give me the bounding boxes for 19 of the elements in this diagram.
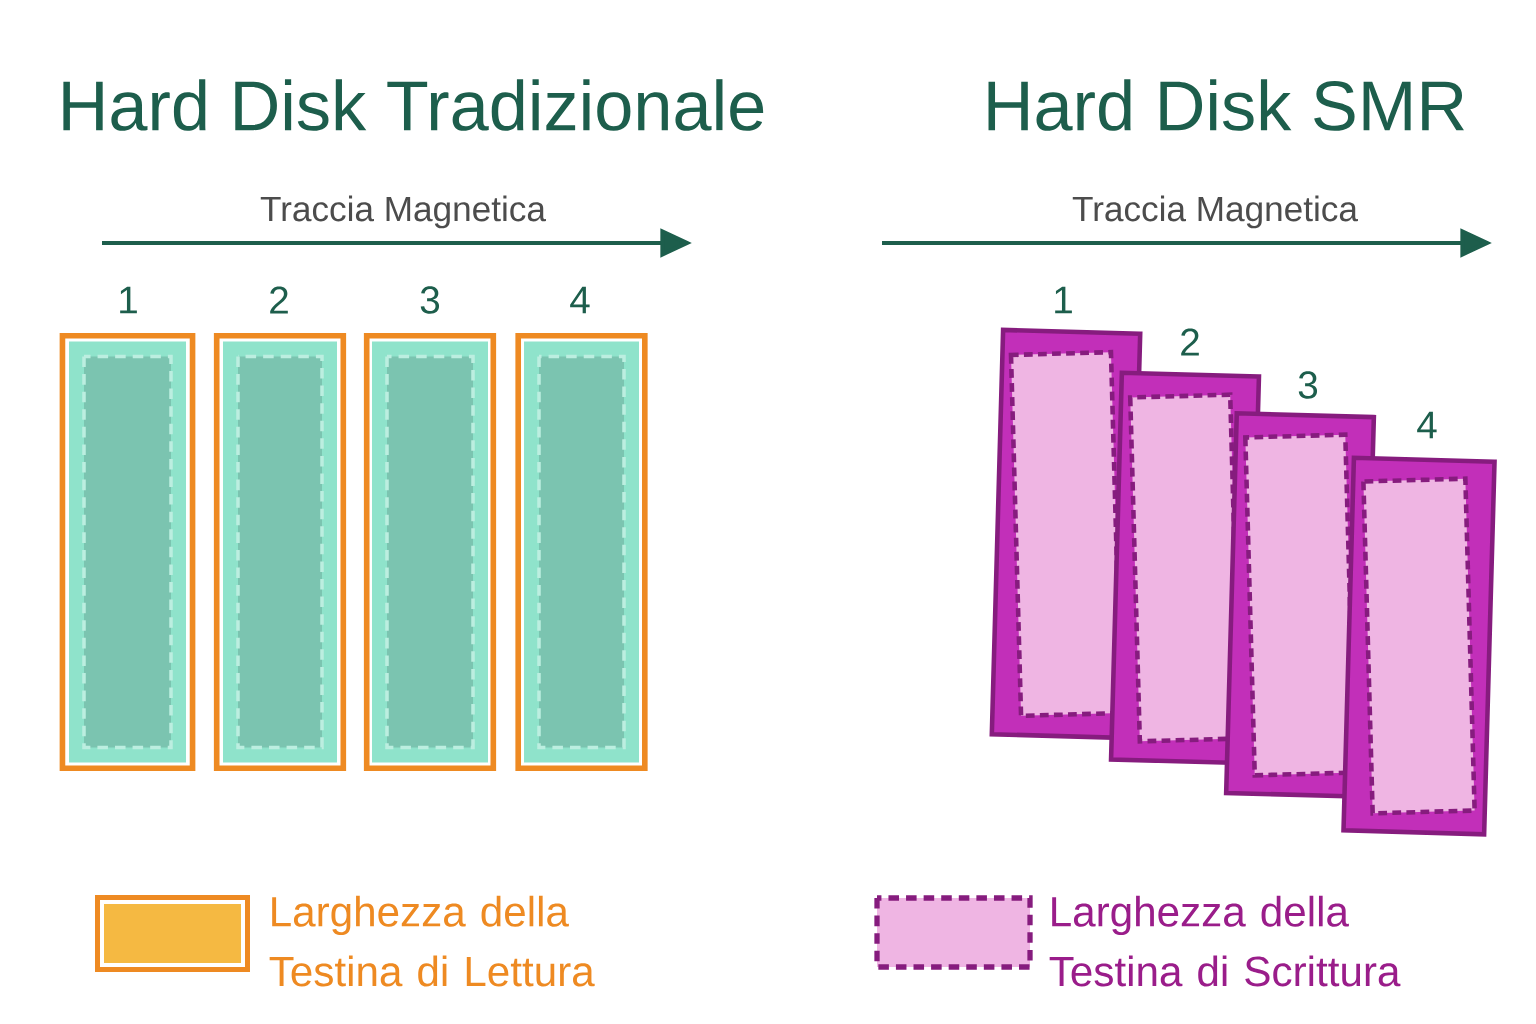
axis-caption: Traccia Magnetica	[260, 195, 546, 229]
track-number: 3	[420, 286, 440, 314]
track-number: 4	[1417, 411, 1437, 439]
track-strip	[213, 332, 347, 772]
track-number: 1	[1055, 286, 1072, 314]
heading: Hard Disk Tradizionale	[63, 79, 764, 131]
legend-text: Larghezza della Testina di Scrittura	[1049, 895, 1401, 987]
track-strip	[515, 332, 648, 772]
legend-text: Larghezza della Testina di Lettura	[269, 895, 595, 987]
track-number: 2	[1181, 328, 1199, 356]
track-number: 3	[1298, 371, 1318, 399]
heading: Hard Disk SMR	[988, 79, 1464, 131]
track-strip	[1341, 455, 1497, 837]
track-number: 4	[570, 286, 590, 314]
track-strip	[59, 332, 196, 772]
track-strip	[363, 332, 497, 772]
track-number: 2	[270, 286, 288, 314]
axis-caption: Traccia Magnetica	[1072, 195, 1358, 229]
track-number: 1	[120, 286, 137, 314]
